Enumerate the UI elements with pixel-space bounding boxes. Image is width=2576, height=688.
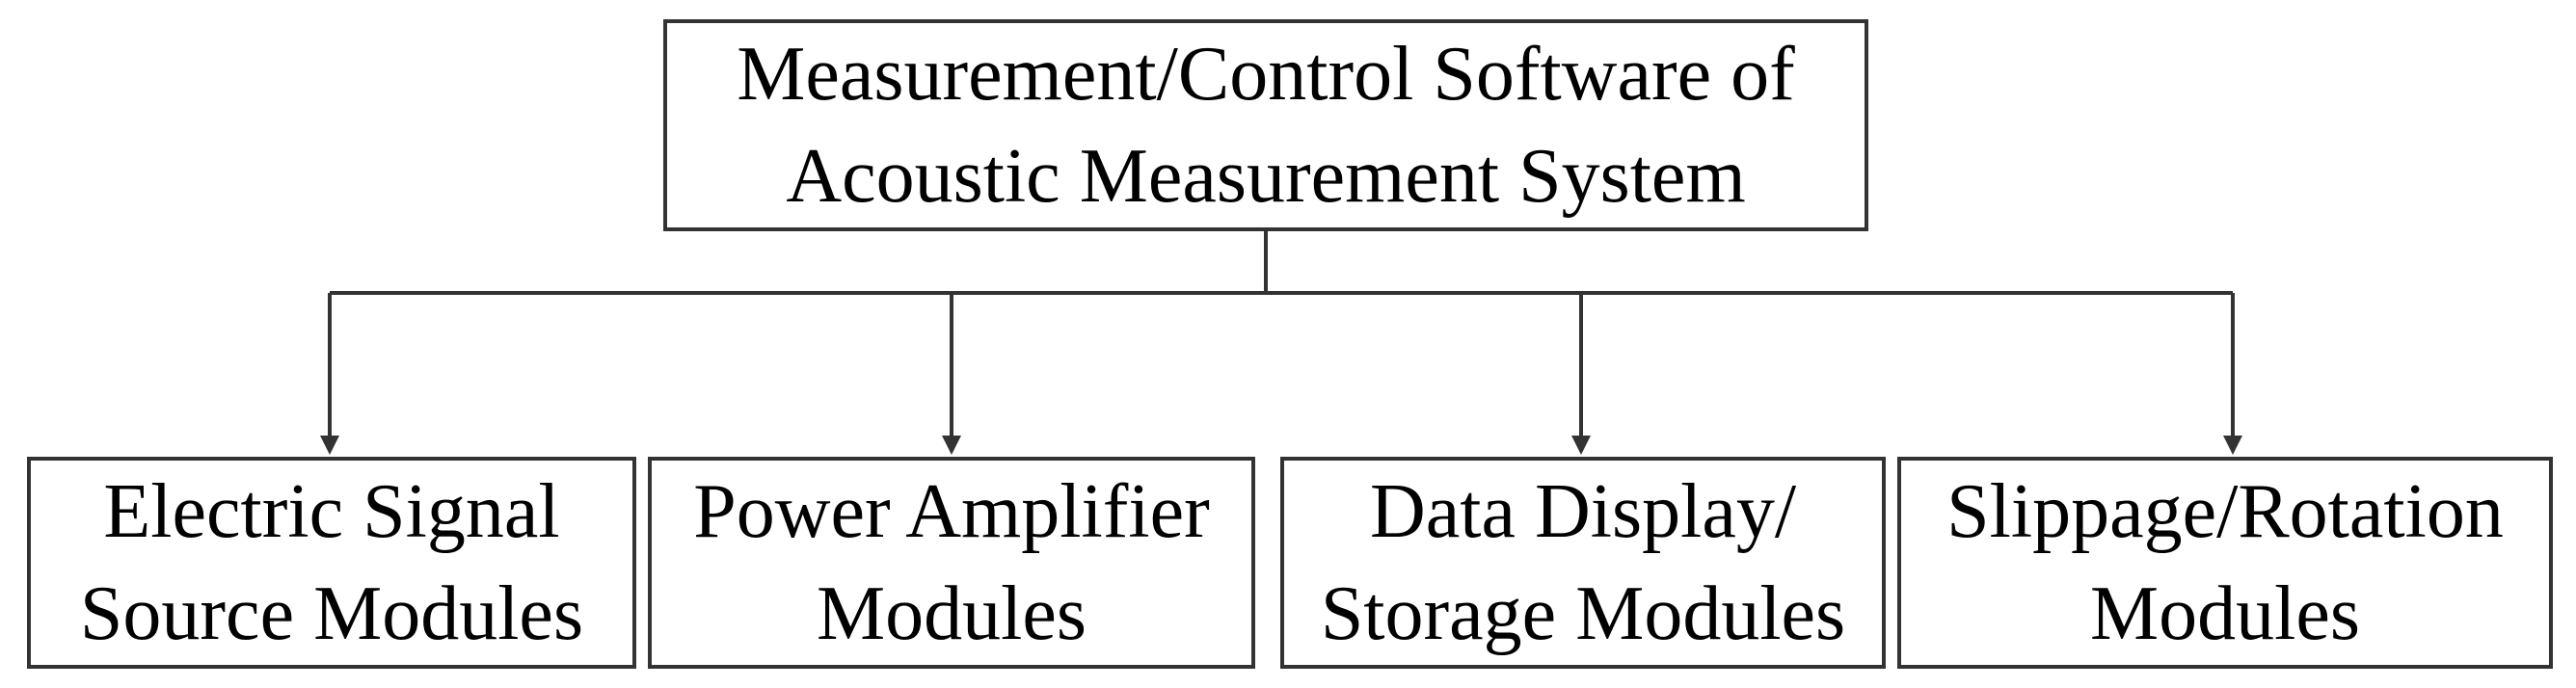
module-label-line-1: Power Amplifier [693,469,1210,554]
root-node-label-line-1: Measurement/Control Software of [737,32,1795,117]
module-node-electric-signal-source: Electric Signal Source Modules [27,457,636,669]
root-node-measurement-control-software: Measurement/Control Software of Acoustic… [663,19,1868,231]
module-label-line-2: Modules [817,571,1087,656]
arrowhead-power-amplifier [942,436,961,455]
module-node-data-display-storage: Data Display/ Storage Modules [1280,457,1886,669]
root-node-label-line-2: Acoustic Measurement System [786,134,1746,219]
arrowhead-data-display [1571,436,1591,455]
module-label-line-1: Data Display/ [1369,469,1797,554]
arrowhead-slippage-rotation [2223,436,2242,455]
module-node-power-amplifier: Power Amplifier Modules [648,457,1255,669]
module-label-line-2: Storage Modules [1320,571,1846,656]
module-node-slippage-rotation: Slippage/Rotation Modules [1897,457,2553,669]
module-label-line-1: Electric Signal [103,469,560,554]
module-label-line-1: Slippage/Rotation [1946,469,2504,554]
arrowhead-electric-signal [320,436,339,455]
module-label-line-2: Source Modules [79,571,584,656]
module-label-line-2: Modules [2090,571,2360,656]
